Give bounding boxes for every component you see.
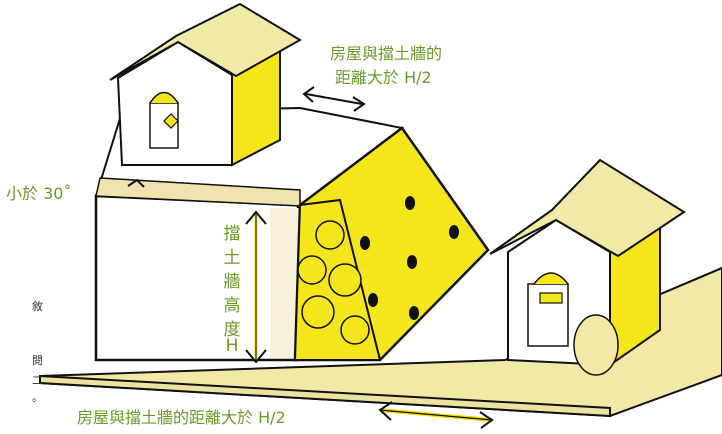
wall-height-label-char: 土 <box>223 248 241 268</box>
distance-label-top-line1: 房屋與擋土牆的 <box>330 44 443 63</box>
distance-arrow-top <box>302 86 366 112</box>
wall-height-label-char: 度 <box>223 320 241 340</box>
house-upper <box>109 2 302 167</box>
wall-height-label-char: 擋 <box>223 224 241 244</box>
edge-text: 二 <box>32 374 43 387</box>
distance-label-top-line2: 距離大於 H/2 <box>335 68 432 87</box>
ground-base <box>39 266 722 418</box>
distance-arrow-bottom <box>378 401 494 429</box>
house-right <box>489 158 686 376</box>
slope-label: 小於 30˚ <box>6 184 72 203</box>
edge-text: 。 <box>32 391 43 404</box>
wall-height-label-char: 牆 <box>223 272 241 292</box>
distance-label-bottom: 房屋與擋土牆的距離大於 H/2 <box>77 408 286 427</box>
wall-height-arrow <box>245 210 267 364</box>
wall-height-label-char: 高 <box>223 296 241 316</box>
retaining-wall <box>293 126 490 362</box>
wall-height-label-char: H <box>225 336 239 356</box>
edge-text: 敘 <box>32 300 43 313</box>
slope-arrow <box>127 178 145 188</box>
edge-text: 閱 <box>32 354 43 367</box>
